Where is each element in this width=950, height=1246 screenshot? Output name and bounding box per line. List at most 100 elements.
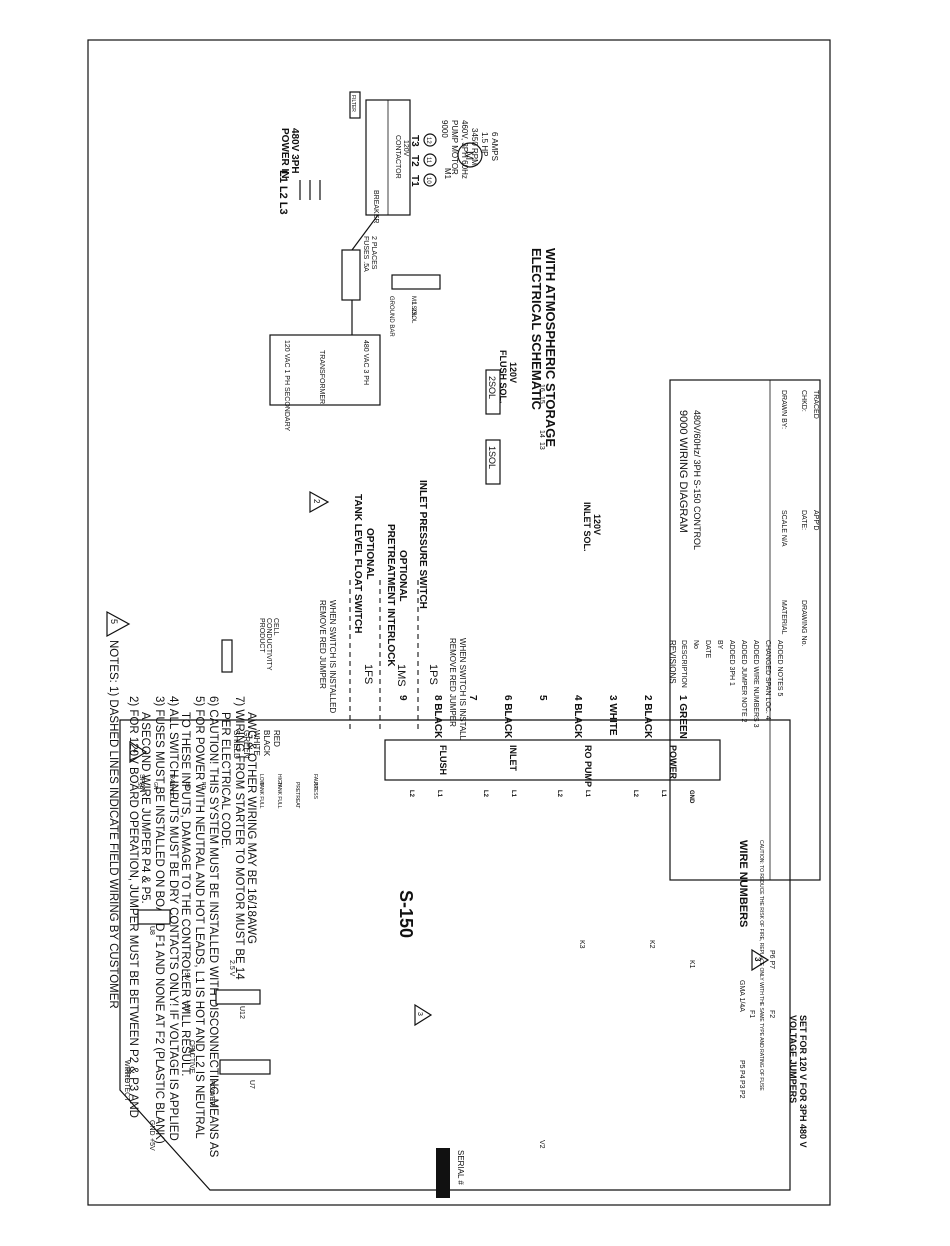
label-r41: R41: [168, 774, 175, 787]
wire-1-label: 1 GREEN: [677, 695, 688, 739]
jumper-note2b: WHEN SWITCH IS INSTALLED: [458, 638, 467, 751]
rev-hdr-no: No: [692, 640, 699, 649]
board-name: S-150: [396, 890, 416, 938]
term-l2-a: L2: [408, 790, 414, 798]
voltage-jumpers-line2: SET FOR 120 V FOR 3PH 480 V: [798, 1015, 808, 1148]
inlet-sol-box: [485, 439, 501, 485]
contactor-breaker: CONTACTOR 120V BREAKER FILTER T1 T2 T3 1…: [349, 91, 499, 223]
schematic-title-line1: ELECTRICAL SCHEMATIC: [529, 248, 544, 411]
label-v5: +5V: [148, 1138, 155, 1151]
motor-line4: 1.5 HP: [480, 132, 489, 156]
label-power: POWER: [208, 1080, 215, 1106]
note-6b: PER ELECTRICAL CODE.: [219, 712, 231, 849]
motor-wire-11: 11: [425, 157, 431, 164]
cell-wire-green: GREEN: [242, 730, 251, 759]
label-k2: K2: [648, 940, 655, 949]
term-gnd: GND: [688, 790, 694, 804]
rev-title: REVISIONS: [668, 640, 677, 684]
wire-3-label: 3 WHITE: [607, 695, 618, 736]
rev-hdr-desc: DESCRIPTION: [680, 640, 687, 688]
flush-sol-line1: FLUSH SOL.: [498, 350, 508, 404]
section-ro-pump: RO PUMP: [583, 745, 593, 787]
label-v2: V2: [538, 1140, 545, 1149]
term-l2-b: L2: [482, 790, 488, 798]
motor-line5: 6 AMPS: [490, 132, 499, 161]
motor-symbol-label: M: [463, 151, 475, 160]
cell-line1: PRODUCT: [258, 618, 265, 653]
motor-t3: T3: [409, 135, 420, 147]
schematic-area: POWER IN 480V 3PH L1 L2 L3 CONTACTOR 120…: [269, 91, 602, 552]
fuse-label2: 2 PLACES: [370, 236, 377, 270]
motor-model: 9000: [440, 120, 449, 138]
contactor-label: CONTACTOR: [394, 135, 401, 179]
inlet-press-line1: INLET PRESSURE SWITCH: [417, 480, 428, 609]
tb-scale: SCALE N/A: [780, 510, 787, 547]
motor-line1: PUMP MOTOR: [450, 120, 459, 175]
rev-row-5: ADDED NOTES 5: [776, 640, 783, 697]
note-2b: A SECOND WIRE JUMPER P4 & P5.: [139, 712, 151, 904]
breaker-label: BREAKER: [372, 190, 379, 223]
flush-sol-wire-16: 16: [538, 384, 545, 392]
term-l1-b: L1: [510, 790, 516, 798]
label-u8: U8: [148, 926, 155, 935]
label-p3: P3: [738, 1080, 745, 1089]
motor-t1: T1: [409, 175, 420, 187]
tb-title: 9000 WIRING DIAGRAM: [677, 410, 689, 533]
s150-board: S-150 SERIAL # U8 U7 U12 SPAN R41 GND +5…: [119, 719, 791, 1198]
tb-drawn-by: DRAWN BY:: [780, 390, 787, 429]
sw-term-3: PRESS: [312, 782, 318, 800]
section-power: POWER: [668, 745, 678, 780]
wire-7-label: 7: [467, 695, 478, 701]
tb-traced: TRACED: [812, 390, 819, 419]
board-small-terms: SH GN WH BK RD CELL TANK FULL TANK FULL …: [136, 774, 318, 809]
section-inlet: INLET: [508, 745, 518, 772]
label-write: WRITE: [123, 1060, 130, 1083]
inlet-sol-wire-14: 14: [538, 430, 545, 438]
flush-sol-label: 2SOL: [487, 376, 497, 399]
jumper-note1a: REMOVE RED JUMPER: [318, 600, 327, 689]
notes-tri-num: 5: [109, 619, 119, 624]
flush-sol-box: [485, 369, 501, 415]
transformer-secondary: 120 VAC 1 PH SECONDARY: [283, 340, 290, 431]
switch-tri-num: 2: [312, 499, 321, 504]
wire-numbers-tri: 3: [753, 957, 762, 962]
label-u12: U12: [238, 1006, 245, 1019]
inlet-sol-label: 1SOL: [487, 446, 497, 469]
label-caution: CAUTION: TO REDUCE THE RISK OF FIRE, REP…: [758, 840, 764, 1091]
schematic-title: ELECTRICAL SCHEMATIC WITH ATMOSPHERIC ST…: [529, 248, 558, 447]
tag-1ms: 1MS: [395, 664, 407, 687]
motor-t2: T2: [409, 155, 420, 167]
tag-1ps: 1PS: [427, 664, 439, 685]
rev-row-1: ADDED 3PH 1: [728, 640, 735, 686]
wire-8-label: 8 BLACK: [432, 695, 443, 739]
tb-drawing-no: DRAWING No.: [800, 600, 807, 646]
wire-9-label: 9: [397, 695, 408, 701]
label-cpu: CPU: [188, 1040, 195, 1055]
wire-numbers-label: WIRE NUMBERS: [737, 840, 749, 927]
label-u7: U7: [248, 1080, 255, 1089]
label-active: ACTIVE: [188, 1048, 195, 1074]
rev-hdr-date: DATE: [704, 640, 711, 658]
board-serial: SERIAL #: [456, 1150, 465, 1185]
inlet-sol-wire-13: 13: [538, 442, 545, 450]
rev-row-3: ADDED WIRE NUMBERS 3: [752, 640, 759, 728]
cell-probe: [221, 639, 233, 673]
rev-hdr-by: BY: [716, 640, 723, 650]
fuse-label: FUSES .5A: [362, 236, 369, 272]
cell-wire-white: WHITE: [252, 730, 261, 756]
note-2a: 2) FOR 120V BOARD OPERATION, JUMPER MUST…: [127, 696, 139, 1118]
tb-date: DATE:: [800, 510, 807, 530]
label-span: SPAN: [138, 774, 145, 793]
motor-filter-label: FILTER: [350, 95, 356, 112]
motor-m1: M1: [443, 168, 452, 180]
pretreat-line2: OPTIONAL: [397, 550, 408, 602]
transformer-primary: 480 VAC 3 PH: [362, 340, 369, 385]
wire-6-label: 6 BLACK: [502, 695, 513, 739]
cell-wire-red: RED: [272, 730, 281, 747]
cell-line3: CELL: [272, 618, 279, 636]
flush-sol-line2: 120V: [508, 362, 518, 383]
ground-bar: GROUND BAR M1 1SOL 2SOL: [388, 274, 441, 337]
wire-4-label: 4 BLACK: [572, 695, 583, 739]
title-block: 9000 WIRING DIAGRAM 480V/60Hz/ 3PH S-150…: [668, 379, 821, 881]
